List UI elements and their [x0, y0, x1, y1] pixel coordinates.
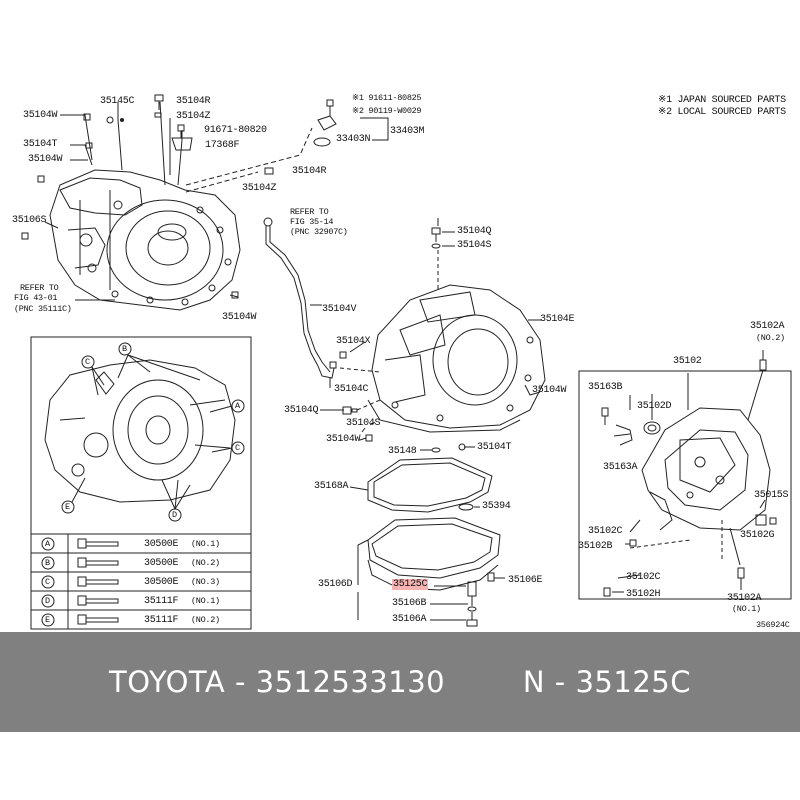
label-35104c: 35104C: [334, 384, 369, 395]
part-number-banner: TOYOTA - 3512533130 N - 35125C: [0, 632, 800, 732]
legend-no-d: (NO.1): [191, 596, 220, 606]
legend-part-c: 30500E: [144, 577, 179, 588]
label-35106b: 35106B: [392, 598, 427, 609]
label-17368f: 17368F: [205, 140, 240, 151]
label-35104w-3: 35104W: [222, 312, 257, 323]
label-35148: 35148: [388, 446, 417, 457]
label-35125c: 35125C: [392, 579, 429, 590]
label-refer-fig35-line2: FIG 35-14: [290, 217, 334, 227]
label-35104t-2: 35104T: [477, 442, 512, 453]
callout-c-right: C: [235, 443, 240, 453]
label-35102a: 35102A: [750, 321, 785, 332]
label-35104q-2: 35104Q: [284, 405, 319, 416]
label-no2: (NO.2): [756, 333, 785, 343]
label-refer-fig35-line3: (PNC 32907C): [290, 227, 348, 237]
legend-key-e: E: [45, 615, 50, 625]
label-35104w-4: 35104W: [532, 385, 567, 396]
callout-a: A: [235, 401, 240, 411]
label-no1: (NO.1): [732, 604, 761, 614]
legend-part-b: 30500E: [144, 558, 179, 569]
label-refer-fig43-line2: FIG 43-01: [14, 293, 58, 303]
parts-diagram: ※1 JAPAN SOURCED PARTS ※2 LOCAL SOURCED …: [12, 93, 792, 630]
callout-b: B: [122, 344, 127, 354]
label-refer-fig43-line3: (PNC 35111C): [14, 304, 72, 314]
label-35106s: 35106S: [12, 215, 47, 226]
label-35104r-2: 35104R: [292, 166, 327, 177]
legend-no-a: (NO.1): [191, 539, 220, 549]
label-35102h: 35102H: [626, 589, 661, 600]
label-35104w-5: 35104W: [326, 434, 361, 445]
label-35015s: 35015S: [754, 490, 789, 501]
legend-key-c: C: [45, 577, 50, 587]
label-35104z-2: 35104Z: [242, 183, 277, 194]
label-35163a: 35163A: [603, 462, 638, 473]
label-35394: 35394: [482, 501, 511, 512]
label-91611-80825: ※1 91611-80825: [352, 93, 422, 103]
label-33403m: 33403M: [390, 126, 425, 137]
label-91671-80820: 91671-80820: [204, 125, 267, 136]
callout-e: E: [65, 502, 70, 512]
label-35104s-2: 35104S: [346, 418, 381, 429]
label-35104w-2: 35104W: [28, 154, 63, 165]
bolt-legend-table: A 30500E (NO.1) B 30500E (NO.2) C 30500E…: [31, 534, 251, 629]
label-refer-fig43-line1: REFER TO: [20, 283, 59, 293]
label-35104v: 35104V: [322, 304, 357, 315]
bottom-margin: [0, 732, 800, 800]
legend-no-e: (NO.2): [191, 615, 220, 625]
label-35104z: 35104Z: [176, 111, 211, 122]
note-japan-sourced: ※1 JAPAN SOURCED PARTS: [658, 95, 786, 106]
label-35102c: 35102C: [588, 526, 623, 537]
label-refer-fig35-line1: REFER TO: [290, 207, 329, 217]
label-35168a: 35168A: [314, 481, 349, 492]
label-35145c: 35145C: [100, 96, 135, 107]
label-35104t: 35104T: [23, 139, 58, 150]
label-35102b: 35102B: [578, 541, 613, 552]
callout-c-top: C: [85, 357, 90, 367]
legend-part-a: 30500E: [144, 539, 179, 550]
legend-no-c: (NO.3): [191, 577, 220, 587]
label-35104q: 35104Q: [457, 226, 492, 237]
label-35125c-highlight: 35125C: [392, 579, 429, 590]
legend-no-b: (NO.2): [191, 558, 220, 568]
label-35102a-2: 35102A: [727, 593, 762, 604]
part-number-text: TOYOTA - 3512533130 N - 35125C: [109, 665, 691, 699]
label-35163b: 35163B: [588, 382, 623, 393]
label-35106a: 35106A: [392, 614, 427, 625]
label-33403n: 33403N: [336, 134, 371, 145]
label-35104s: 35104S: [457, 240, 492, 251]
label-35102c-2: 35102C: [626, 572, 661, 583]
label-35106e: 35106E: [508, 575, 543, 586]
legend-key-a: A: [45, 539, 50, 549]
callout-d: D: [172, 510, 177, 520]
diagram-reference-code: 356924C: [756, 620, 790, 630]
diagram-drawing: [21, 94, 792, 630]
note-local-sourced: ※2 LOCAL SOURCED PARTS: [658, 107, 786, 118]
legend-part-d: 35111F: [144, 596, 179, 607]
label-35104w: 35104W: [23, 110, 58, 121]
label-35104r: 35104R: [176, 96, 211, 107]
label-35102g: 35102G: [740, 530, 775, 541]
label-90119-w0029: ※2 90119-W0029: [352, 106, 422, 116]
legend-key-b: B: [45, 558, 50, 568]
label-35106d: 35106D: [318, 579, 353, 590]
legend-part-e: 35111F: [144, 615, 179, 626]
label-35104e: 35104E: [540, 314, 575, 325]
legend-key-d: D: [45, 596, 50, 606]
label-35104x: 35104X: [336, 336, 371, 347]
label-35102d: 35102D: [637, 401, 672, 412]
label-35102: 35102: [673, 356, 702, 367]
